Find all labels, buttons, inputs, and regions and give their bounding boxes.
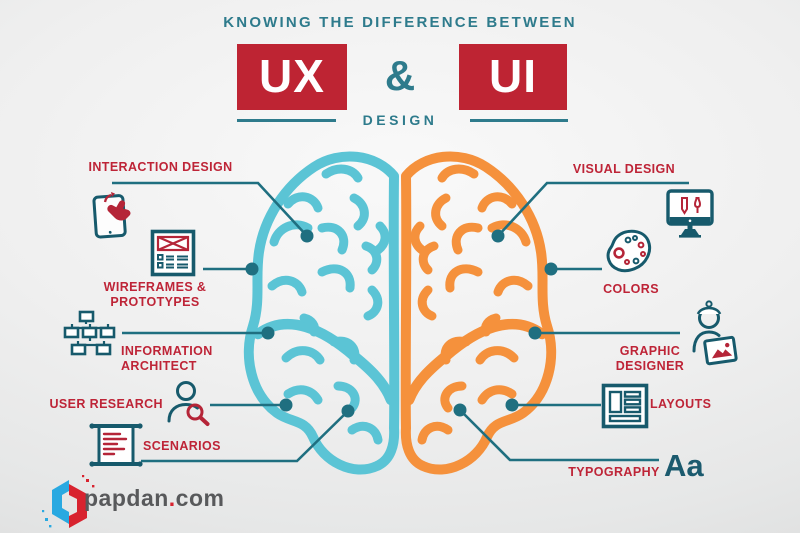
label-information-architect: INFORMATION ARCHITECT	[121, 344, 241, 374]
connector-visual-design	[497, 181, 689, 237]
connector-interaction-design	[112, 181, 308, 237]
label-graphic-line2: DESIGNER	[615, 359, 685, 373]
sitemap-icon	[63, 310, 116, 356]
tablet-touch-icon	[92, 192, 131, 239]
user-magnifier-icon	[167, 381, 210, 426]
ui-badge-label: UI	[489, 50, 537, 102]
brand-dot: .	[168, 485, 176, 511]
label-graphic-designer: GRAPHIC DESIGNER	[612, 344, 688, 374]
brand-name: papdan	[84, 485, 169, 511]
wireframe-document-icon	[150, 229, 196, 277]
label-wireframes-prototypes: WIREFRAMES & PROTOTYPES	[85, 280, 225, 310]
label-scenarios: SCENARIOS	[143, 439, 221, 453]
color-palette-icon	[606, 229, 652, 273]
header-kicker: KNOWING THE DIFFERENCE BETWEEN	[223, 14, 577, 31]
label-wireframes-line2: PROTOTYPES	[110, 295, 200, 309]
label-visual-design: VISUAL DESIGN	[572, 162, 676, 176]
design-word: DESIGN	[362, 112, 438, 128]
ui-badge: UI	[459, 44, 567, 110]
label-layouts: LAYOUTS	[650, 397, 712, 411]
design-monitor-icon	[666, 189, 714, 238]
layout-grid-icon	[601, 383, 649, 429]
papdan-logo-icon	[42, 475, 95, 528]
scroll-script-icon	[89, 423, 143, 467]
label-typography: TYPOGRAPHY	[568, 465, 660, 479]
label-wireframes-line1: WIREFRAMES &	[103, 280, 207, 294]
underline-left	[237, 119, 336, 122]
label-information-line1: INFORMATION	[121, 344, 213, 358]
label-colors: COLORS	[603, 282, 659, 296]
label-interaction-design: INTERACTION DESIGN	[88, 160, 233, 174]
connector-dots	[245, 229, 558, 418]
designer-person-icon	[692, 300, 738, 366]
underline-right	[470, 119, 568, 122]
label-user-research: USER RESEARCH	[49, 397, 163, 411]
label-graphic-line1: GRAPHIC	[619, 344, 681, 358]
brand-tld: com	[175, 485, 225, 511]
ampersand: &	[384, 52, 416, 99]
connector-typography	[459, 409, 659, 462]
label-information-line2: ARCHITECT	[121, 359, 197, 373]
pointing-hand-glyph	[107, 200, 131, 221]
typography-aa-glyph: Aa	[664, 448, 704, 483]
ux-badge: UX	[237, 44, 347, 110]
pencil-brush-glyph	[681, 197, 702, 215]
brand-url: papdan.com	[84, 485, 224, 512]
ux-badge-label: UX	[259, 50, 325, 102]
connector-scenarios	[141, 410, 349, 463]
